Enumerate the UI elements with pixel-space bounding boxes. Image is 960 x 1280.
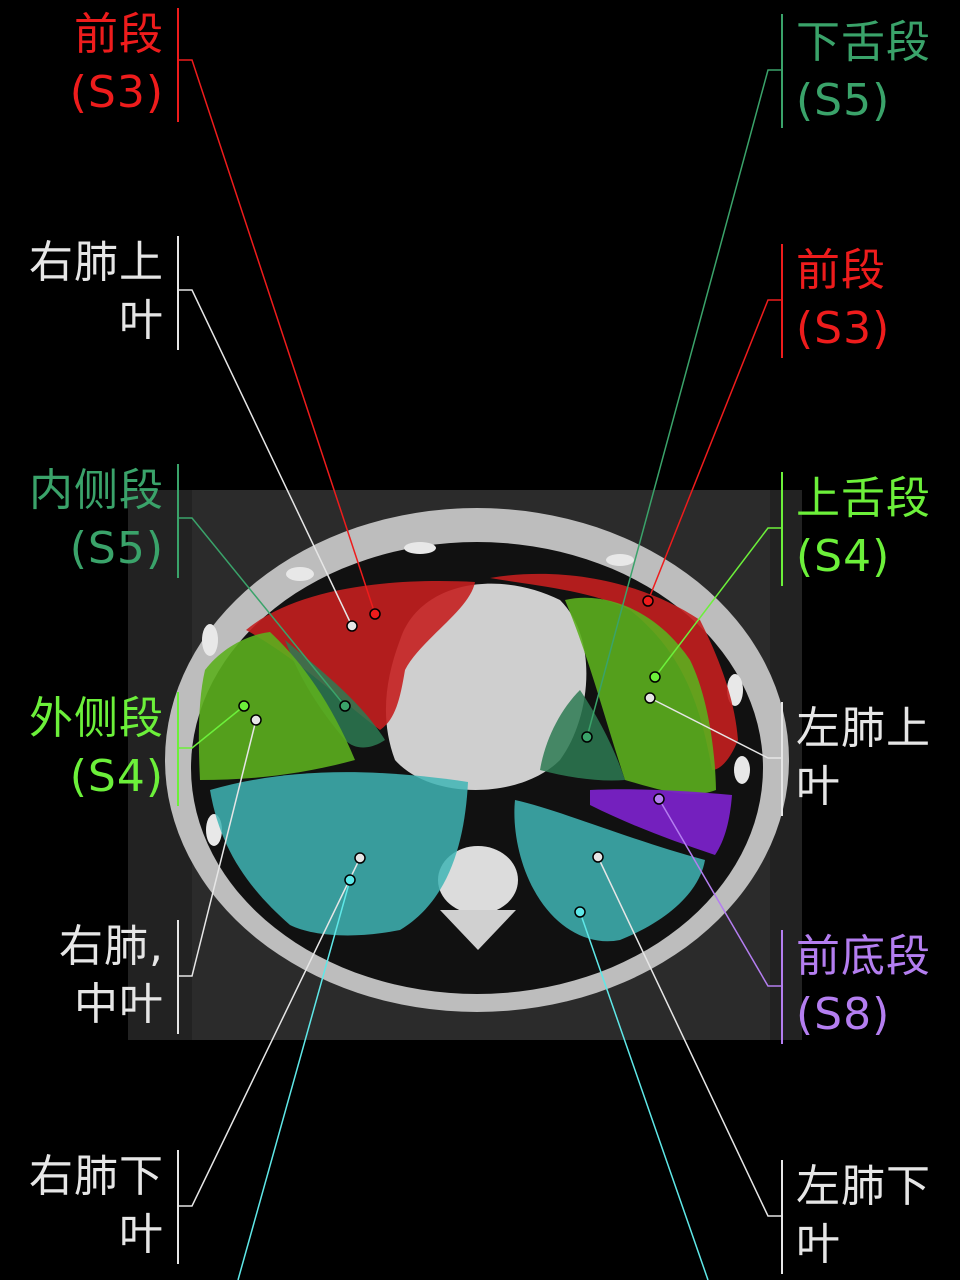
marker-right-medial (339, 700, 351, 712)
label-right-lower-lobe: 右肺下 叶 (29, 1148, 164, 1264)
marker-right-anterior (369, 608, 381, 620)
leader-right-medial (178, 517, 346, 707)
marker-right-lower-lobe (354, 852, 366, 864)
markers (238, 595, 665, 918)
ribs (202, 542, 750, 846)
leader-left-anterior-basal (658, 798, 782, 987)
label-line: 右肺上 (29, 237, 164, 288)
label-line: 左肺下 (796, 1161, 931, 1212)
label-line: (S3) (796, 303, 891, 354)
label-line: 内侧段 (29, 465, 164, 516)
leader-right-lateral (178, 705, 245, 749)
marker-left-lower-lobe (592, 851, 604, 863)
marker-left-upper-lobe (644, 692, 656, 704)
right-anterior-segment (246, 581, 475, 730)
bar-left-anterior-basal (781, 930, 783, 1044)
marker-right-lower-cyan (344, 874, 356, 886)
label-right-anterior: 前段 (S3) (70, 6, 164, 122)
marker-right-upper-lobe (346, 620, 358, 632)
leader-right-lower-lobe (178, 857, 361, 1207)
vertebra (438, 846, 518, 914)
label-right-upper-lobe: 右肺上 叶 (29, 234, 164, 350)
bar-left-inferior-lingular (781, 14, 783, 128)
leader-right-middle-lobe (178, 719, 257, 977)
label-line: 右肺下 (29, 1151, 164, 1202)
label-line: 前底段 (796, 931, 931, 982)
label-line: 叶 (119, 1209, 164, 1260)
bar-right-lower-lobe (177, 1150, 179, 1264)
leader-right-lower-cyan (237, 879, 351, 1280)
leader-left-lower-lobe (597, 856, 782, 1217)
left-anterior-basal-segment (590, 789, 732, 855)
right-lateral-segment (198, 632, 355, 780)
label-line: (S3) (69, 67, 164, 118)
label-line: (S5) (69, 523, 164, 574)
right-lower-lobe (210, 772, 468, 936)
bar-left-anterior (781, 244, 783, 358)
leader-left-lower-cyan (579, 911, 709, 1280)
leader-lines (178, 59, 782, 1280)
label-line: (S5) (796, 75, 891, 126)
label-line: (S4) (69, 751, 164, 802)
bar-left-upper-lobe (781, 702, 783, 816)
heart-mediastinum (385, 583, 587, 790)
label-line: (S8) (796, 989, 891, 1040)
label-right-medial: 内侧段 (S5) (29, 462, 164, 578)
bar-right-medial (177, 464, 179, 578)
label-left-upper-lobe: 左肺上 叶 (796, 700, 931, 816)
label-line: 下舌段 (796, 17, 931, 68)
label-left-anterior-basal: 前底段 (S8) (796, 928, 931, 1044)
bar-right-anterior (177, 8, 179, 122)
label-left-inferior-lingular: 下舌段 (S5) (796, 14, 931, 130)
label-line: 中叶 (74, 979, 164, 1030)
marker-left-anterior (642, 595, 654, 607)
leader-right-upper-lobe (178, 289, 353, 627)
leader-left-upper-lobe (649, 697, 782, 759)
marker-left-lower-cyan (574, 906, 586, 918)
bar-right-lateral (177, 692, 179, 806)
bar-left-superior-lingular (781, 472, 783, 586)
bar-right-middle-lobe (177, 920, 179, 1034)
label-left-lower-lobe: 左肺下 叶 (796, 1158, 931, 1274)
label-line: 叶 (796, 761, 841, 812)
label-line: 右肺, (59, 921, 164, 972)
bar-right-upper-lobe (177, 236, 179, 350)
marker-left-inferior-lingular (581, 731, 593, 743)
marker-right-middle-lobe (250, 714, 262, 726)
label-right-middle-lobe: 右肺, 中叶 (59, 918, 164, 1034)
bar-left-lower-lobe (781, 1160, 783, 1274)
label-left-anterior: 前段 (S3) (796, 242, 890, 358)
label-line: 左肺上 (796, 703, 931, 754)
leader-left-superior-lingular (654, 527, 782, 678)
left-anterior-segment (490, 573, 738, 770)
label-line: (S4) (796, 531, 891, 582)
label-line: 叶 (796, 1219, 841, 1270)
label-right-lateral: 外侧段 (S4) (29, 690, 164, 806)
marker-right-lateral (238, 700, 250, 712)
left-lower-lobe (514, 800, 705, 942)
label-line: 叶 (119, 295, 164, 346)
label-line: 前段 (796, 245, 886, 296)
label-line: 外侧段 (29, 693, 164, 744)
marker-left-superior-lingular (649, 671, 661, 683)
marker-left-anterior-basal (653, 793, 665, 805)
leader-left-inferior-lingular (586, 69, 782, 738)
label-line: 上舌段 (796, 473, 931, 524)
leader-left-anterior (647, 299, 782, 602)
leader-right-anterior (178, 59, 376, 615)
label-line: 前段 (74, 9, 164, 60)
label-left-superior-lingular: 上舌段 (S4) (796, 470, 931, 586)
